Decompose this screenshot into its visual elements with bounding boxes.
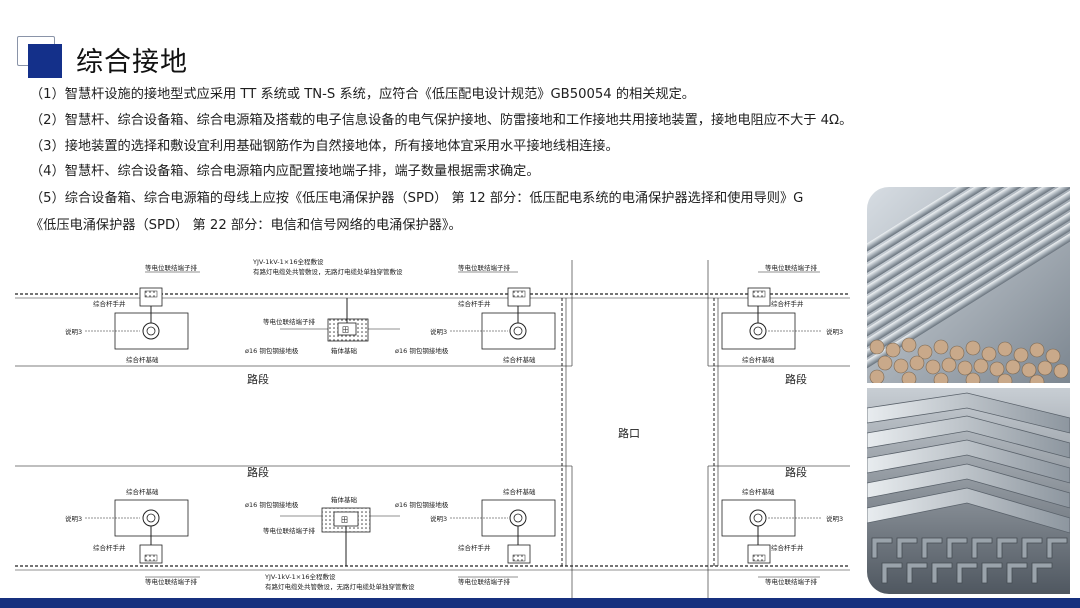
svg-text:说明3: 说明3 bbox=[430, 514, 447, 523]
svg-text:ø16 铜包钢接地极: ø16 铜包钢接地极 bbox=[245, 346, 299, 355]
svg-text:田: 田 bbox=[341, 516, 348, 524]
svg-text:说明3: 说明3 bbox=[430, 327, 447, 336]
road-label-bottom-right: 路段 bbox=[785, 465, 807, 479]
svg-text:说明3: 说明3 bbox=[826, 514, 843, 523]
pole-unit-bottom-mid: 综合杆基础 说明3 综合杆手井 等电位联结端子排 bbox=[430, 487, 556, 586]
svg-text:综合杆手井: 综合杆手井 bbox=[771, 299, 804, 308]
svg-text:田: 田 bbox=[342, 326, 349, 334]
steel-rods-photo bbox=[867, 187, 1070, 383]
angle-steel-photo bbox=[867, 388, 1070, 594]
pole-unit-bottom-left: 综合杆基础 说明3 综合杆手井 等电位联结端子排 bbox=[65, 487, 200, 586]
svg-text:等电位联结端子排: 等电位联结端子排 bbox=[263, 317, 316, 326]
svg-text:等电位联结端子排: 等电位联结端子排 bbox=[458, 263, 511, 272]
grounding-diagram: 路段 路段 路段 路段 路口 YJV-1kV-1×16全程敷设 有路灯电缆处共管… bbox=[15, 257, 850, 598]
cable-bottom-spec: YJV-1kV-1×16全程敷设 bbox=[264, 572, 336, 581]
svg-text:ø16 铜包钢接地极: ø16 铜包钢接地极 bbox=[395, 500, 449, 509]
svg-text:综合杆手井: 综合杆手井 bbox=[771, 543, 804, 552]
svg-text:说明3: 说明3 bbox=[65, 514, 82, 523]
road-label-top-right: 路段 bbox=[785, 372, 807, 386]
svg-text:等电位联结端子排: 等电位联结端子排 bbox=[765, 263, 818, 272]
cabinet-unit-top: 等电位联结端子排 田 箱体基础 ø16 铜包钢接地极 ø16 铜包钢接地极 bbox=[245, 298, 449, 355]
svg-text:综合杆手井: 综合杆手井 bbox=[458, 543, 491, 552]
pole-unit-top-right: 等电位联结端子排 综合杆手井 说明3 综合杆基础 bbox=[721, 263, 843, 364]
slide-title: 综合接地 bbox=[76, 47, 188, 78]
paragraph-3: （3）接地装置的选择和敷设宜利用基础钢筋作为自然接地体，所有接地体宜采用水平接地… bbox=[30, 139, 619, 154]
paragraph-4: （4）智慧杆、综合设备箱、综合电源箱内应配置接地端子排，端子数量根据需求确定。 bbox=[30, 164, 540, 179]
svg-text:等电位联结端子排: 等电位联结端子排 bbox=[145, 577, 198, 586]
svg-text:等电位联结端子排: 等电位联结端子排 bbox=[458, 577, 511, 586]
paragraph-6: 《低压电涌保护器（SPD） 第 22 部分：电信和信号网络的电涌保护器》。 bbox=[30, 218, 462, 233]
pole-unit-top-mid: 等电位联结端子排 综合杆手井 说明3 综合杆基础 bbox=[430, 263, 556, 364]
cable-bottom-note: 有路灯电缆处共管敷设，无路灯电缆处单独穿管敷设 bbox=[265, 582, 415, 591]
pole-unit-top-left: 等电位联结端子排 综合杆手井 说明3 综合杆基础 bbox=[65, 263, 200, 364]
svg-text:综合杆基础: 综合杆基础 bbox=[503, 355, 536, 364]
svg-text:说明3: 说明3 bbox=[826, 327, 843, 336]
paragraph-5: （5）综合设备箱、综合电源箱的母线上应按《低压电涌保护器（SPD） 第 12 部… bbox=[30, 191, 804, 206]
pole-unit-bottom-right: 综合杆基础 说明3 综合杆手井 等电位联结端子排 bbox=[721, 487, 843, 586]
svg-text:综合杆基础: 综合杆基础 bbox=[126, 355, 159, 364]
svg-text:ø16 铜包钢接地极: ø16 铜包钢接地极 bbox=[395, 346, 449, 355]
cabinet-unit-bottom: 箱体基础 ø16 铜包钢接地极 ø16 铜包钢接地极 田 等电位联结端子排 bbox=[245, 495, 449, 566]
paragraph-1: （1）智慧杆设施的接地型式应采用 TT 系统或 TN-S 系统，应符合《低压配电… bbox=[30, 87, 695, 102]
svg-text:等电位联结端子排: 等电位联结端子排 bbox=[765, 577, 818, 586]
svg-text:综合杆手井: 综合杆手井 bbox=[93, 543, 126, 552]
svg-text:箱体基础: 箱体基础 bbox=[331, 495, 358, 504]
svg-text:综合杆手井: 综合杆手井 bbox=[93, 299, 126, 308]
title-blue-square bbox=[28, 44, 62, 78]
svg-text:ø16 铜包钢接地极: ø16 铜包钢接地极 bbox=[245, 500, 299, 509]
cable-top-spec: YJV-1kV-1×16全程敷设 bbox=[252, 257, 324, 266]
title-decoration bbox=[17, 36, 77, 80]
footer-bar bbox=[0, 598, 1080, 608]
svg-text:综合杆基础: 综合杆基础 bbox=[126, 487, 159, 496]
svg-text:说明3: 说明3 bbox=[65, 327, 82, 336]
svg-text:箱体基础: 箱体基础 bbox=[331, 346, 358, 355]
svg-text:综合杆手井: 综合杆手井 bbox=[458, 299, 491, 308]
svg-text:综合杆基础: 综合杆基础 bbox=[742, 355, 775, 364]
svg-text:综合杆基础: 综合杆基础 bbox=[742, 487, 775, 496]
svg-text:等电位联结端子排: 等电位联结端子排 bbox=[145, 263, 198, 272]
road-label-top-left: 路段 bbox=[247, 372, 269, 386]
road-label-bottom-left: 路段 bbox=[247, 465, 269, 479]
cable-top-note: 有路灯电缆处共管敷设，无路灯电缆处单独穿管敷设 bbox=[253, 267, 403, 276]
svg-text:综合杆基础: 综合杆基础 bbox=[503, 487, 536, 496]
intersection-label: 路口 bbox=[618, 427, 640, 440]
paragraph-2: （2）智慧杆、综合设备箱、综合电源箱及搭载的电子信息设备的电气保护接地、防雷接地… bbox=[30, 113, 853, 128]
svg-text:等电位联结端子排: 等电位联结端子排 bbox=[263, 526, 316, 535]
